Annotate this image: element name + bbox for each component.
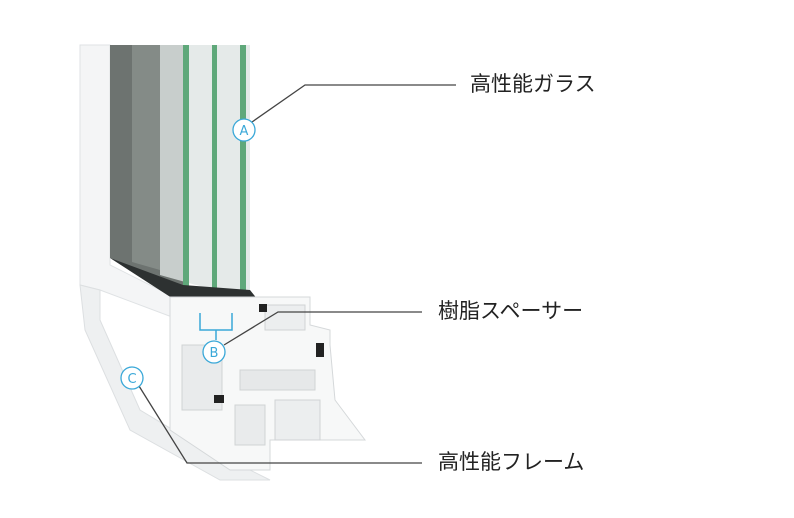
- glass-reflection: [132, 45, 160, 270]
- svg-text:B: B: [210, 346, 219, 361]
- marker-b: B: [202, 340, 226, 364]
- seal-2: [316, 343, 324, 357]
- frame-chamber-4: [274, 399, 321, 441]
- leader-line-c: [138, 385, 422, 464]
- glass-pane-3: [240, 45, 246, 320]
- spacer-bracket: [199, 313, 233, 340]
- marker-a: A: [232, 118, 256, 142]
- glass-light: [160, 45, 250, 300]
- seal-1: [259, 304, 267, 312]
- svg-text:C: C: [127, 372, 136, 387]
- marker-c: C: [120, 366, 144, 390]
- frame-chamber-2: [264, 304, 306, 331]
- glass-pane-1: [183, 45, 189, 320]
- frame-chamber-3: [239, 369, 316, 391]
- label-high-performance-frame: 高性能フレーム: [438, 450, 585, 474]
- leader-line-b: [223, 311, 422, 346]
- seal-3: [214, 395, 224, 403]
- leader-line-a: [251, 84, 456, 123]
- frame-chamber-5: [234, 404, 266, 446]
- label-resin-spacer: 樹脂スペーサー: [438, 299, 584, 323]
- glass-pane-2: [212, 45, 217, 320]
- svg-text:A: A: [240, 124, 249, 139]
- label-high-performance-glass: 高性能ガラス: [470, 72, 596, 96]
